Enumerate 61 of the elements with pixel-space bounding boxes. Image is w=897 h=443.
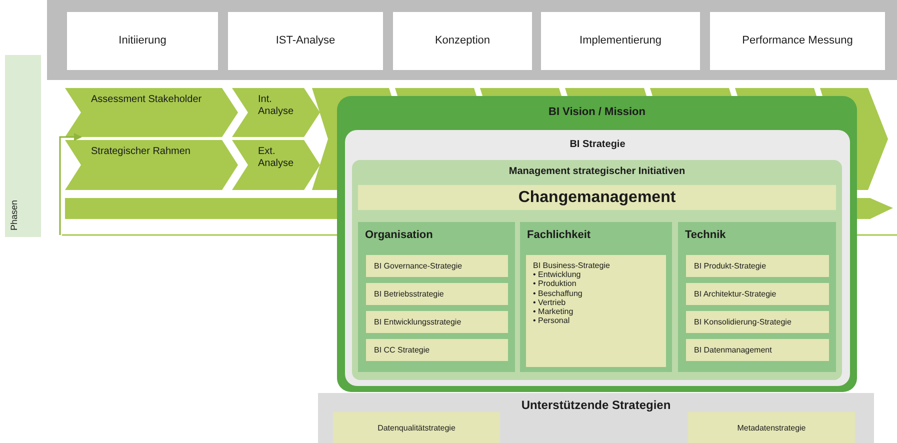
node-text: BI Konsolidierung-Strategie	[694, 317, 792, 327]
node-text: Fachlichkeit	[527, 229, 591, 242]
node-text: BI Architektur-Strategie	[694, 289, 778, 299]
node-text: Int. Analyse	[258, 94, 295, 117]
node-text: BI Strategie	[568, 139, 626, 150]
feedback-arrow	[59, 133, 82, 235]
node-text: Organisation	[365, 229, 433, 242]
strategy-item	[526, 255, 666, 367]
phase-box	[541, 12, 700, 70]
node-text: Initiierung	[118, 34, 168, 48]
strategy-item	[686, 255, 829, 277]
list-item: • Marketing	[533, 306, 574, 316]
node-text: Assessment Stakeholder	[91, 94, 203, 106]
support-band	[318, 393, 874, 443]
node-text: BI Vision / Mission	[548, 106, 646, 119]
node-text: Technik	[685, 229, 726, 242]
strategy-item	[366, 255, 508, 277]
strategy-item	[333, 412, 500, 443]
node-text: BI Betriebsstrategie	[374, 289, 445, 299]
phase-box	[710, 12, 885, 70]
list-item: • Produktion	[533, 279, 578, 289]
list-item: • Entwicklung	[533, 270, 582, 280]
phase-box	[67, 12, 218, 70]
node-text: Konzeption	[434, 34, 492, 48]
strategy-item	[686, 339, 829, 361]
list-item: • Beschaffung	[533, 288, 584, 298]
phase-label: Phasen	[9, 200, 20, 231]
node-text: BI Datenmanagement	[694, 345, 773, 355]
node-text: BI Entwicklungsstrategie	[374, 317, 462, 327]
strategy-item	[366, 311, 508, 333]
node-text: IST-Analyse	[274, 34, 336, 48]
node-text: Strategischer Rahmen	[91, 146, 192, 158]
vision-panel	[337, 96, 857, 392]
strategy-panel	[345, 130, 850, 386]
strategy-item	[366, 339, 508, 361]
node-text: Changemanagement	[517, 188, 677, 207]
node-text: Implementierung	[578, 34, 662, 48]
node-text: Management strategischer Initiativen	[508, 166, 686, 178]
phase-box	[393, 12, 532, 70]
change-bar	[358, 185, 836, 210]
column-panel	[358, 222, 515, 372]
node-text: Performance Messung	[741, 34, 854, 48]
node-text: Datenqualitätstrategie	[376, 422, 456, 432]
list-item: • Vertrieb	[533, 298, 566, 307]
column-panel	[520, 222, 672, 372]
node-text: BI Produkt-Strategie	[694, 261, 768, 271]
phase-box	[228, 12, 383, 70]
list-item: • Personal	[533, 316, 571, 326]
node-text: Metadatenstrategie	[736, 422, 807, 432]
column-panel	[678, 222, 836, 372]
strategy-item	[686, 311, 829, 333]
strategy-item	[686, 283, 829, 305]
node-text: Unterstützende Strategien	[521, 399, 671, 413]
node-text: Ext. Analyse	[258, 146, 295, 169]
node-text: BI CC Strategie	[374, 345, 431, 355]
node-text: BI Governance-Strategie	[374, 261, 464, 271]
strategy-item	[688, 412, 855, 443]
strategy-item	[366, 283, 508, 305]
phase-band	[5, 55, 41, 237]
node-text: BI Business-Strategie	[533, 261, 610, 270]
initiatives-panel	[352, 160, 842, 380]
